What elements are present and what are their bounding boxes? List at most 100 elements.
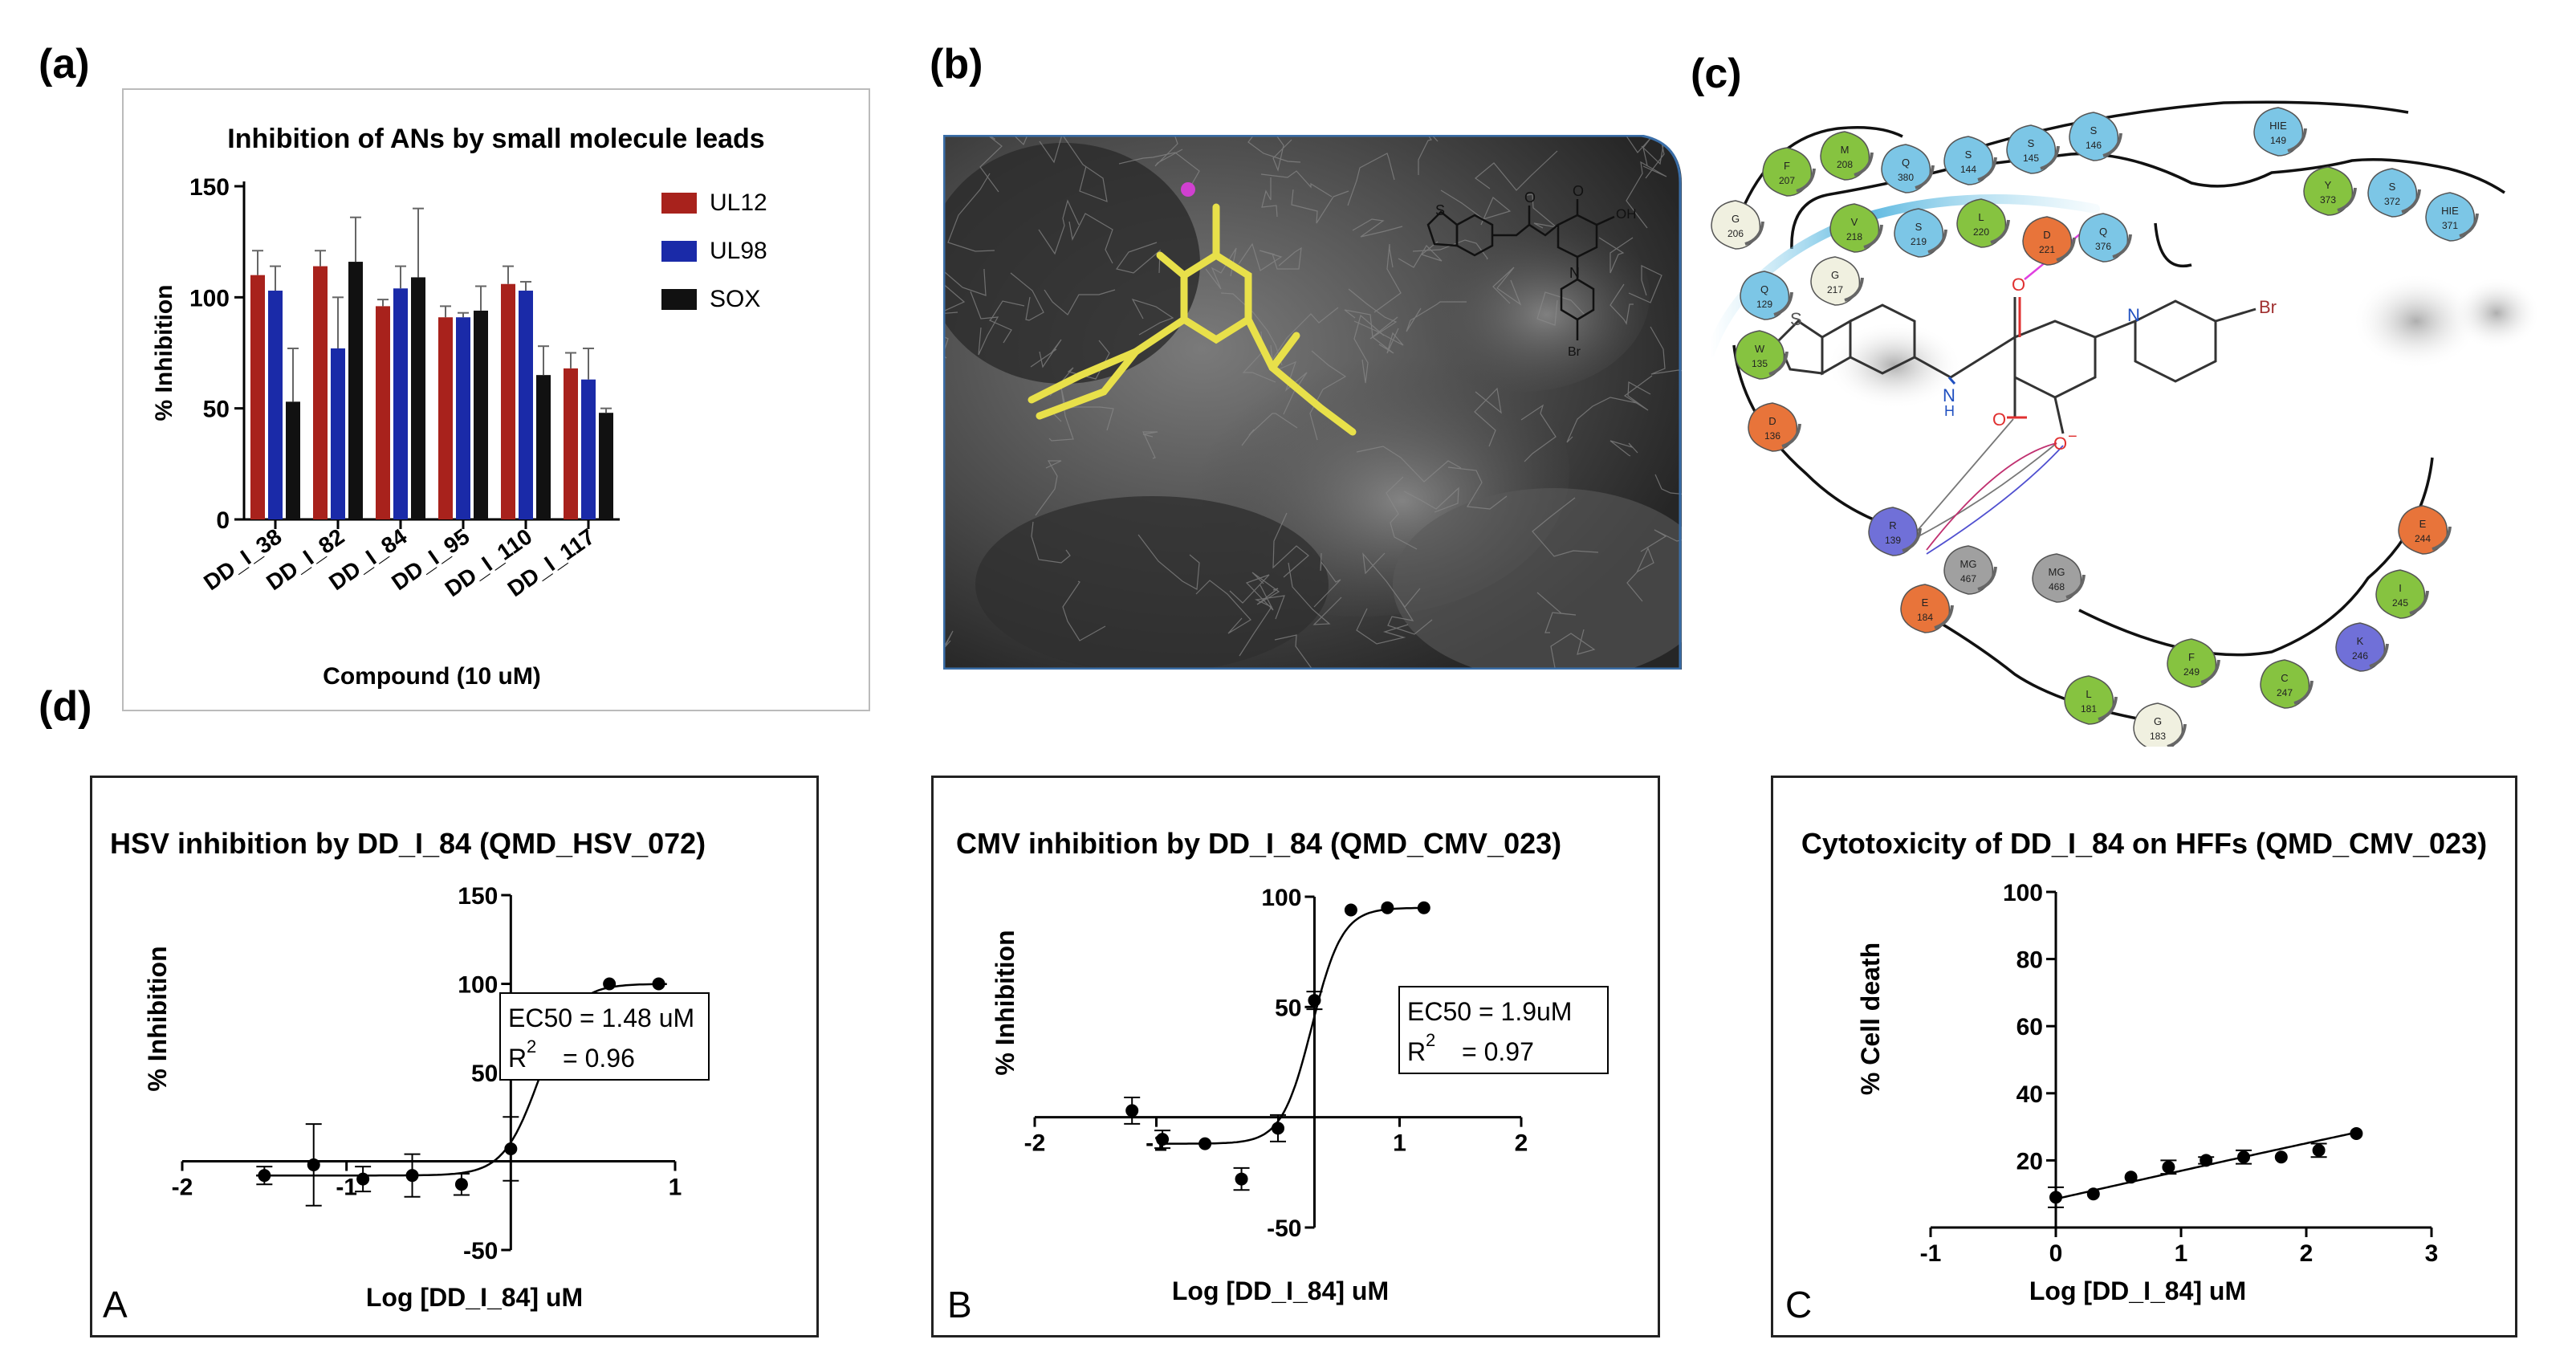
residue-badge: [2303, 166, 2354, 216]
wireframe-line: [1387, 601, 1433, 635]
residue-code: Q: [1760, 283, 1768, 295]
residue-shadow: [2287, 128, 2307, 153]
wireframe-line: [1623, 375, 1653, 411]
residue-number: 468: [2049, 581, 2065, 592]
panel-label-c: (c): [1691, 51, 1742, 97]
r2-value: = 0.97: [1462, 1037, 1534, 1066]
y-tick-label: 80: [2016, 947, 2043, 974]
wireframe-line: [1063, 136, 1108, 202]
residue-k-246: K 246: [2335, 622, 2389, 672]
x-tick-label: 3: [2425, 1240, 2439, 1267]
wireframe-line: [1626, 161, 1667, 229]
legend-label: UL98: [710, 238, 767, 264]
y-tick-label: 100: [2003, 880, 2043, 906]
wireframe-line: [979, 135, 1003, 193]
residue-number: 206: [1728, 228, 1744, 239]
bar: [519, 291, 533, 519]
residue-number: 380: [1898, 172, 1914, 183]
residue-shadow: [1977, 157, 1997, 181]
x-tick-label: -1: [336, 1175, 357, 1201]
residue-code: S: [1915, 221, 1923, 233]
residue-badge: [1748, 402, 1798, 452]
wireframe-line: [1238, 242, 1283, 271]
hsv-chart-frame: HSV inhibition by DD_I_84 (QMD_HSV_072)-…: [90, 776, 819, 1337]
panel-label-d: (d): [39, 683, 92, 730]
residue-shadow: [2401, 189, 2421, 214]
panel-label-b: (b): [930, 41, 983, 88]
x-tick-label: 2: [1515, 1130, 1528, 1157]
residue-shadow: [1927, 229, 1947, 254]
residue-shadow: [1977, 566, 1997, 591]
residue-code: S: [2090, 124, 2098, 136]
residue-code: D: [1768, 415, 1776, 427]
cmv-chart-frame: CMV inhibition by DD_I_84 (QMD_CMV_023)-…: [931, 776, 1660, 1337]
legend-label: SOX: [710, 286, 760, 312]
residue-shadow: [2102, 132, 2122, 157]
data-point: [2086, 1187, 2100, 1201]
residue-number: 372: [2384, 196, 2400, 207]
residue-shadow: [2337, 187, 2357, 212]
wireframe-line: [970, 291, 999, 356]
residue-shadow: [2167, 723, 2187, 748]
bar: [581, 379, 596, 519]
wireframe-line: [1520, 404, 1557, 462]
structure-inset: [1426, 199, 1615, 340]
residue-badge: [2260, 659, 2310, 709]
wireframe-line: [1386, 476, 1418, 550]
residue-number: 146: [2086, 140, 2102, 151]
residue-badge: [2078, 213, 2129, 263]
y-axis-label: % Inhibition: [151, 285, 177, 421]
bar: [599, 413, 613, 519]
wireframe-line: [947, 173, 995, 252]
x-tick-label: -2: [1024, 1130, 1046, 1157]
residue-d-221: D 221: [2022, 216, 2076, 266]
residue-shadow: [2065, 574, 2086, 599]
residue-number: 246: [2352, 650, 2368, 662]
y-tick-label: 50: [471, 1061, 498, 1087]
residue-s-146: S 146: [2069, 112, 2122, 161]
residue-shadow: [2459, 213, 2479, 238]
bar: [376, 306, 390, 519]
residue-number: 207: [1779, 175, 1795, 186]
residue-shadow: [2409, 590, 2429, 615]
wireframe-line: [1038, 199, 1080, 255]
ligand-label-nh: N: [1943, 385, 1955, 405]
wireframe-line: [1566, 397, 1638, 443]
wireframe-line: [1044, 289, 1116, 316]
residue-number: 373: [2320, 194, 2336, 206]
residue-badge: [2425, 192, 2476, 242]
inset-label-o2: O: [1573, 183, 1584, 199]
residue-code: K: [2357, 635, 2364, 647]
r2-label: R: [1407, 1037, 1426, 1066]
bar: [438, 317, 453, 519]
wireframe-line: [1272, 246, 1302, 270]
residue-number: 244: [2415, 533, 2431, 544]
residue-code: E: [2419, 518, 2427, 530]
y-tick-label: 60: [2016, 1014, 2043, 1040]
residue-code: M: [1841, 144, 1850, 156]
wireframe-line: [1412, 135, 1439, 175]
ec50-text: EC50 = 1.9uM: [1407, 997, 1572, 1026]
residue-shadow: [2369, 643, 2389, 668]
residue-badge: [1829, 203, 1880, 253]
residue-shadow: [2056, 237, 2076, 262]
protein-surface-render: S O O OH N Br: [942, 134, 1682, 670]
residue-number: 181: [2081, 703, 2097, 715]
residue-code: D: [2043, 229, 2050, 241]
data-point: [2200, 1154, 2213, 1167]
bar: [456, 317, 470, 519]
residue-number: 221: [2039, 244, 2055, 255]
wireframe-line: [1229, 574, 1274, 611]
wireframe-line: [1373, 243, 1402, 313]
wireframe-line: [1412, 239, 1488, 260]
wireframe-line: [1195, 580, 1251, 634]
y-tick-label: 100: [1261, 885, 1301, 911]
wireframe-line: [1536, 291, 1585, 326]
